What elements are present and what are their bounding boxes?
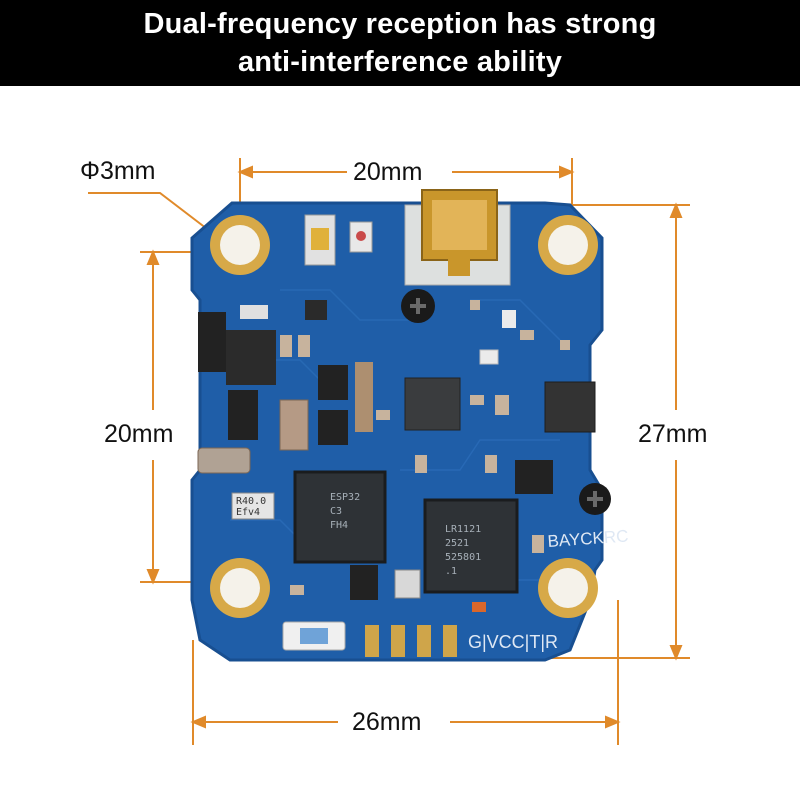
chip1-line-1: ESP32: [330, 492, 360, 503]
solder-pads: [365, 625, 457, 657]
screw-heads: [401, 289, 611, 515]
lr1121-chip: LR1121 2521 525801 .1: [423, 498, 519, 594]
mounting-holes: [210, 215, 598, 618]
title-banner: Dual-frequency reception has strong anti…: [0, 0, 800, 86]
chip2-line-4: .1: [445, 566, 457, 577]
dimension-lines: [88, 158, 690, 745]
chip2-line-1: LR1121: [445, 524, 481, 535]
crystal-line-1: R40.0: [236, 496, 266, 507]
chip2-line-3: 525801: [445, 552, 481, 563]
pad-labels: G|VCC|T|R: [468, 632, 558, 652]
banner-line-2: anti-interference ability: [237, 46, 563, 78]
width-label: 26mm: [346, 708, 428, 737]
banner-line-1: Dual-frequency reception has strong: [143, 8, 657, 40]
crystal-oscillator: R40.0 Efv4: [231, 492, 275, 520]
chip2-line-2: 2521: [445, 538, 469, 549]
hole-diameter-label: Φ3mm: [74, 157, 162, 186]
left-spacing-label: 20mm: [98, 420, 180, 449]
height-label: 27mm: [632, 420, 714, 449]
chip1-line-3: FH4: [330, 520, 348, 531]
crystal-line-2: Efv4: [236, 507, 260, 518]
chip1-line-2: C3: [330, 506, 342, 517]
top-spacing-label: 20mm: [347, 158, 429, 187]
esp32-chip: ESP32 C3 FH4: [293, 470, 387, 564]
antenna-connector: [404, 189, 511, 286]
